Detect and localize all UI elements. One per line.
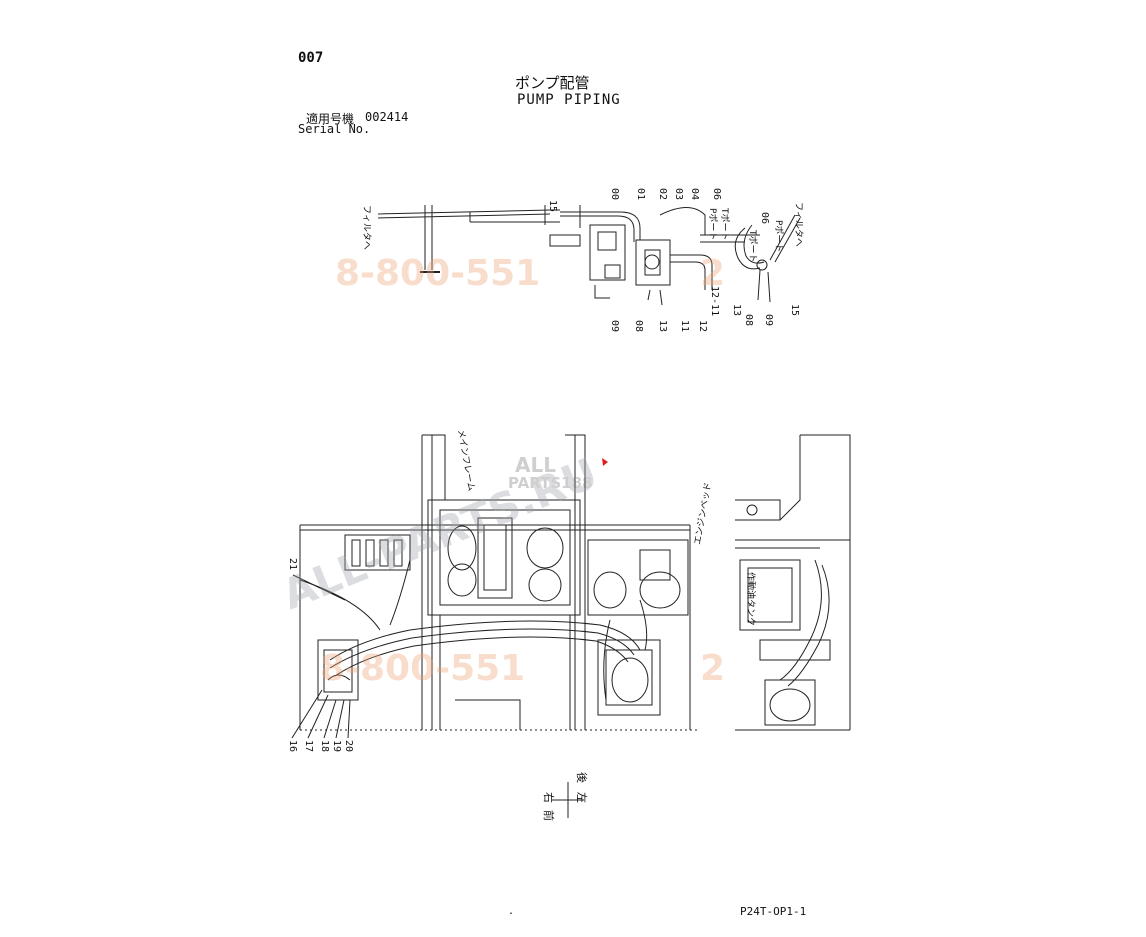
watermark-phone-top: 8-800-551 (335, 253, 540, 294)
title-japanese: ポンプ配管 (515, 74, 590, 92)
label-15-top: 15 (547, 200, 558, 212)
compass-rose: 右 左 前 後 (542, 772, 589, 821)
label-13-right: 13 (731, 304, 742, 316)
title-english: PUMP PIPING (517, 92, 621, 108)
watermark-logo-top: ALL (515, 453, 556, 477)
label-15-right: 15 (789, 304, 800, 316)
logo-red-mark (602, 458, 608, 466)
label-02: 02 (657, 188, 668, 200)
top-view-labels: 15 00 01 02 03 04 06 06 09 08 13 11 12 1… (361, 188, 804, 332)
watermarks: 8-800-551 2 8-800-551 2 ALL-PARTS.RU ALL… (275, 253, 725, 689)
label-12: 12 (697, 320, 708, 332)
port-label-t-1: Tポート (719, 207, 730, 241)
label-01: 01 (635, 188, 646, 200)
label-12-11: 12-11 (709, 286, 720, 316)
footer-mark: . (508, 906, 515, 917)
watermark-phone-top-tail: 2 (700, 253, 725, 294)
compass-front: 前 (542, 810, 556, 821)
label-20: 20 (343, 740, 354, 752)
label-03: 03 (673, 188, 684, 200)
serial-value: 002414 (365, 110, 409, 124)
label-16: 16 (287, 740, 298, 752)
label-00: 00 (609, 188, 620, 200)
label-19: 19 (331, 740, 342, 752)
filter-label-right: フィルタへ (793, 202, 804, 247)
main-view-drawing (299, 434, 700, 731)
label-21: 21 (287, 558, 298, 570)
watermark-phone-bottom-tail: 2 (700, 648, 725, 689)
watermark-phone-bottom: 8-800-551 (320, 648, 525, 689)
label-08-left: 08 (633, 320, 644, 332)
serial-label-english: Serial No. (298, 122, 371, 136)
compass-left: 左 (575, 792, 588, 803)
top-view-drawing (377, 205, 801, 306)
label-06-top: 06 (711, 188, 722, 200)
label-13-left: 13 (657, 320, 668, 332)
footer-code: P24T-OP1-1 (740, 905, 807, 918)
label-08-right: 08 (743, 314, 754, 326)
label-09-left: 09 (609, 320, 620, 332)
port-label-p-2: Pポート (773, 220, 784, 252)
serial-label-japanese: 適用号機 (306, 112, 355, 126)
compass-right: 右 (542, 792, 556, 803)
filter-label-left: フィルタへ (361, 205, 372, 250)
label-06-mid: 06 (759, 212, 770, 224)
label-11: 11 (679, 320, 690, 332)
label-09-right: 09 (763, 314, 774, 326)
port-label-t-2: Tポート (747, 229, 758, 263)
page-number: 007 (298, 50, 324, 66)
label-04: 04 (689, 188, 700, 200)
label-17: 17 (303, 740, 314, 752)
engine-bed-label: エンジンベッド (693, 482, 714, 546)
label-18: 18 (319, 740, 330, 752)
side-view-drawing (735, 434, 851, 731)
watermark-logo-bottom: PARTS188 (508, 474, 592, 492)
compass-rear: 後 (575, 772, 589, 783)
main-frame-label: メインフレーム (455, 429, 477, 492)
hydraulic-tank-label: 作動油タンク (745, 572, 757, 626)
port-label-p-1: Pポート (707, 208, 718, 240)
